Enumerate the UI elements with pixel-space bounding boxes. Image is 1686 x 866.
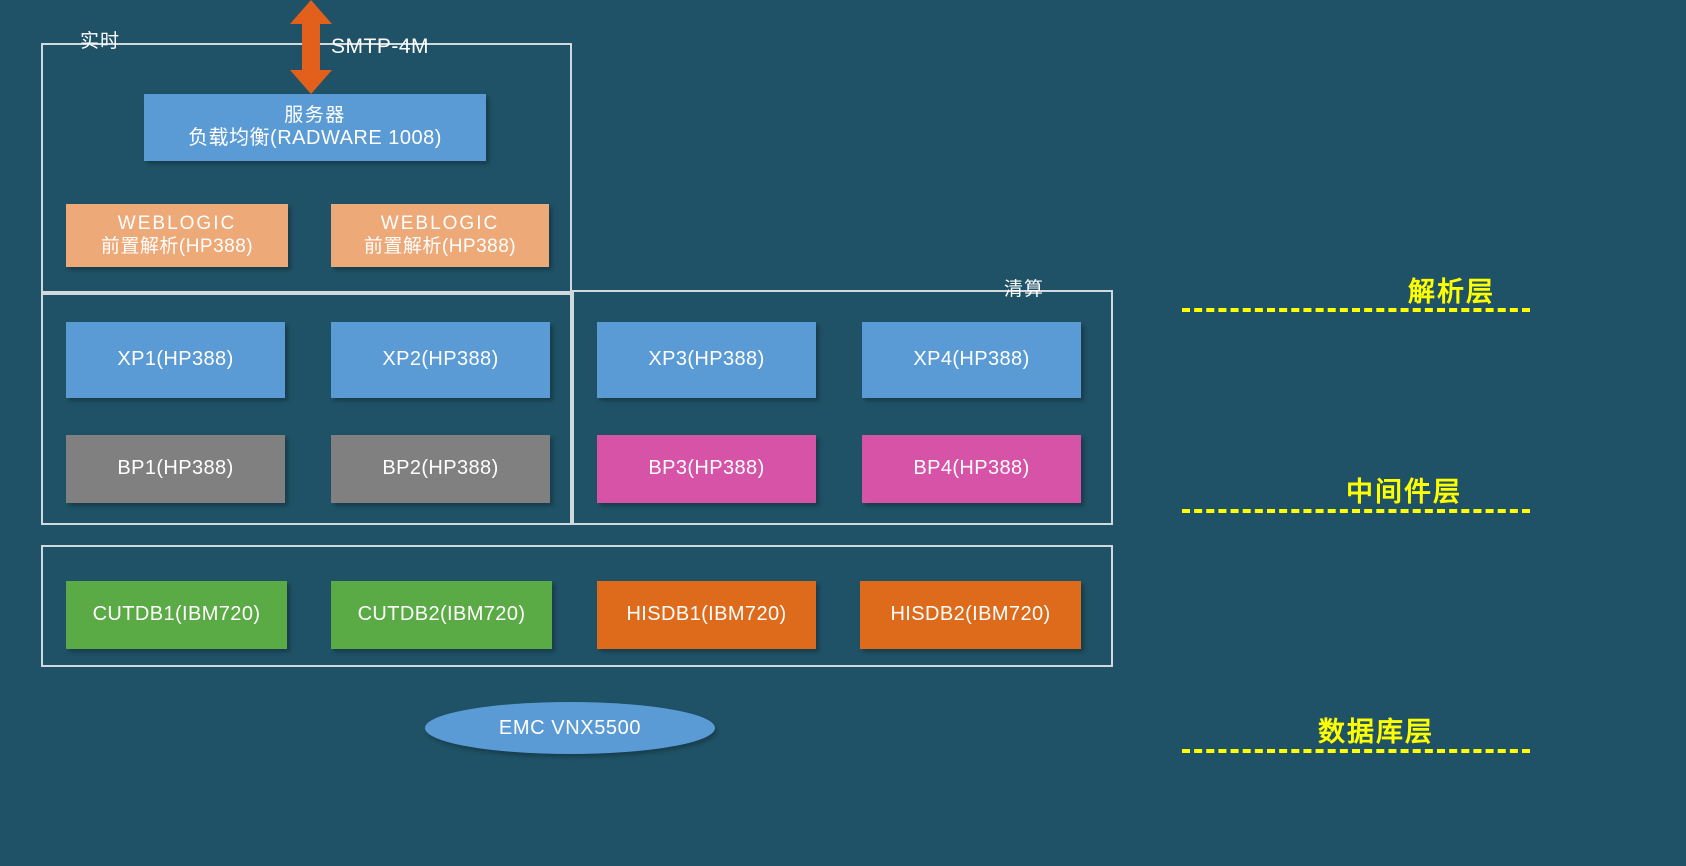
node-load-balancer-line2: 负载均衡(RADWARE 1008) [188,126,442,149]
node-bp4[interactable]: BP4(HP388) [862,435,1081,503]
node-xp2[interactable]: XP2(HP388) [331,322,550,398]
node-xp4-label: XP4(HP388) [913,348,1030,371]
node-load-balancer-line1: 服务器 [284,104,346,126]
node-storage-array[interactable]: EMC VNX5500 [425,702,715,754]
node-xp1-label: XP1(HP388) [117,348,234,371]
zone-label-realtime: 实时 [80,31,121,52]
node-bp3-label: BP3(HP388) [648,457,765,480]
layer-divider-database [1182,749,1530,753]
double-headed-arrow-icon [290,0,332,94]
layer-label-parsing: 解析层 [1408,277,1495,307]
zone-label-clearing: 清算 [1004,279,1045,300]
zone-frame-middleware-realtime [41,293,572,525]
node-xp1[interactable]: XP1(HP388) [66,322,285,398]
node-hisdb2-label: HISDB2(IBM720) [890,603,1051,626]
node-bp1-label: BP1(HP388) [117,457,234,480]
node-weblogic-1-line1: WEBLOGIC [117,213,237,235]
node-bp2-label: BP2(HP388) [382,457,499,480]
node-cutdb2-label: CUTDB2(IBM720) [357,603,526,626]
node-cutdb2[interactable]: CUTDB2(IBM720) [331,581,552,649]
node-load-balancer[interactable]: 服务器 负载均衡(RADWARE 1008) [144,94,486,161]
zone-frame-database [41,545,1113,667]
node-weblogic-1-line2: 前置解析(HP388) [100,235,254,257]
node-weblogic-2-line2: 前置解析(HP388) [363,235,517,257]
node-weblogic-2-line1: WEBLOGIC [380,213,500,235]
node-xp4[interactable]: XP4(HP388) [862,322,1081,398]
node-hisdb1[interactable]: HISDB1(IBM720) [597,581,816,649]
node-hisdb1-label: HISDB1(IBM720) [626,603,787,626]
node-xp3[interactable]: XP3(HP388) [597,322,816,398]
node-xp3-label: XP3(HP388) [648,348,765,371]
smtp-link-label: SMTP-4M [331,35,429,58]
node-storage-array-label: EMC VNX5500 [498,716,642,739]
node-hisdb2[interactable]: HISDB2(IBM720) [860,581,1081,649]
layer-divider-parsing [1182,308,1530,312]
node-xp2-label: XP2(HP388) [382,348,499,371]
layer-divider-middleware [1182,509,1530,513]
zone-frame-middleware-clearing [572,290,1113,525]
node-cutdb1[interactable]: CUTDB1(IBM720) [66,581,287,649]
layer-label-database: 数据库层 [1318,717,1434,747]
node-weblogic-2[interactable]: WEBLOGIC 前置解析(HP388) [331,204,549,267]
node-cutdb1-label: CUTDB1(IBM720) [92,603,261,626]
layer-label-middleware: 中间件层 [1346,477,1462,507]
node-weblogic-1[interactable]: WEBLOGIC 前置解析(HP388) [66,204,288,267]
node-bp2[interactable]: BP2(HP388) [331,435,550,503]
node-bp3[interactable]: BP3(HP388) [597,435,816,503]
node-bp4-label: BP4(HP388) [913,457,1030,480]
node-bp1[interactable]: BP1(HP388) [66,435,285,503]
